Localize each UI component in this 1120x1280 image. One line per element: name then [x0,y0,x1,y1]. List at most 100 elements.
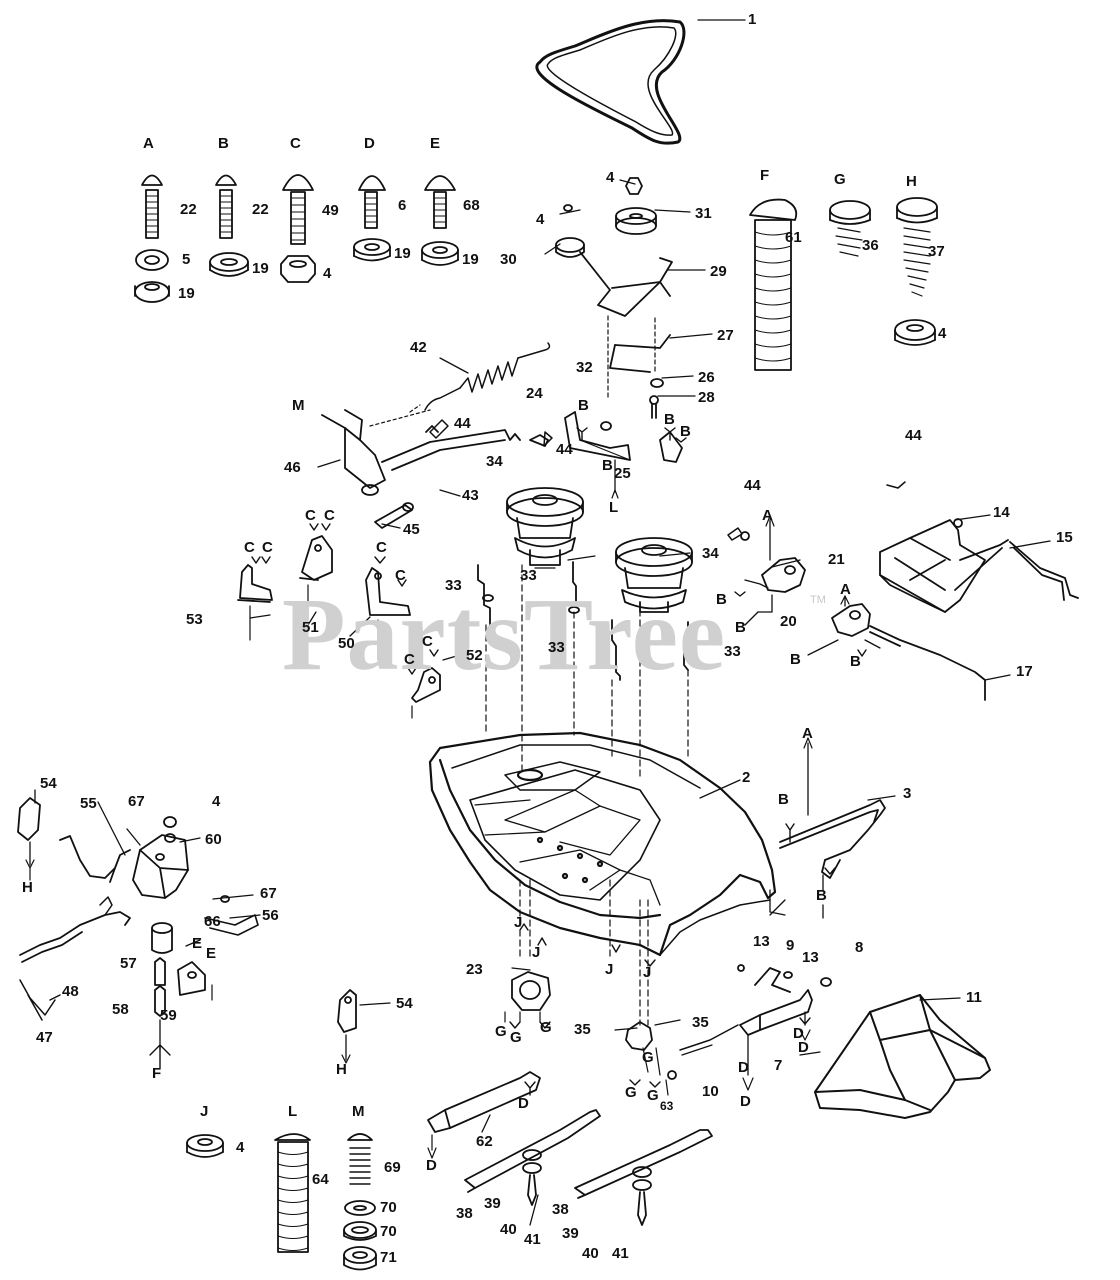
callout-40-b: 40 [582,1245,599,1262]
ref-c-6: C [395,567,406,584]
callout-53: 53 [186,611,203,628]
callout-30: 30 [500,251,517,268]
callout-67-a: 67 [128,793,145,810]
callout-4-a: 4 [323,265,332,282]
callout-70-b: 70 [380,1223,397,1240]
callout-44-d: 44 [744,477,761,494]
callout-32: 32 [576,359,593,376]
callout-17: 17 [1016,663,1033,680]
callout-37: 37 [928,243,945,260]
ref-c-1: C [305,507,316,524]
callout-38-b: 38 [552,1201,569,1218]
callout-4-e: 4 [212,793,221,810]
callout-2: 2 [742,769,751,786]
callout-19-b: 19 [252,260,269,277]
discharge-chute [814,994,991,1119]
callout-23: 23 [466,961,483,978]
callout-letter-d: D [364,135,375,152]
callout-7: 7 [774,1057,783,1074]
callout-9: 9 [786,937,795,954]
callout-56: 56 [262,907,279,924]
callout-33-a: 33 [445,577,462,594]
ref-c-8: C [404,651,415,668]
callout-49: 49 [322,202,339,219]
callout-41-b: 41 [612,1245,629,1262]
callout-25: 25 [614,465,631,482]
blade-left [464,1109,601,1206]
callout-39-b: 39 [562,1225,579,1242]
ref-e-1: E [192,935,203,952]
callout-46: 46 [284,459,301,476]
ref-d-3: D [740,1093,751,1110]
callout-13-b: 13 [802,949,819,966]
callout-38-a: 38 [456,1205,473,1222]
ref-g-3: G [540,1019,552,1036]
callout-m-link: M [292,397,305,414]
callout-letter-f: F [760,167,770,184]
callout-33-b: 33 [520,567,537,584]
ref-c-2: C [324,507,335,524]
idler-bracket-assembly [555,177,673,419]
leader-lines [34,19,1051,1226]
callout-letter-l: L [288,1103,298,1120]
bearing-35 [625,1021,677,1096]
ref-b-1: B [578,397,589,414]
ref-b-3: B [680,423,691,440]
callout-21: 21 [828,551,845,568]
bracket-7-9-10 [679,964,832,1091]
ref-d-2: D [426,1157,437,1174]
bracket-53 [237,564,273,641]
arm-21 [740,515,806,626]
callout-40-a: 40 [500,1221,517,1238]
arm-20-17 [807,595,986,701]
ref-j-3: J [605,961,614,978]
ref-g-4: G [625,1084,637,1101]
callout-35-a: 35 [574,1021,591,1038]
ref-b-8: B [778,791,789,808]
bracket-51 [299,535,333,621]
bracket-24-25 [564,411,683,499]
callout-71: 71 [380,1249,397,1266]
callout-55: 55 [80,795,97,812]
callout-34-a: 34 [486,453,503,470]
fastener-set-j-l-m [186,1133,377,1271]
belt [535,19,686,145]
ref-d-1: D [518,1095,529,1112]
callout-42: 42 [410,339,427,356]
callout-26: 26 [698,369,715,386]
callout-29: 29 [710,263,727,280]
callout-3: 3 [903,785,912,802]
ref-l-1: L [609,499,619,516]
callout-4-b: 4 [606,169,615,186]
callout-66: 66 [204,913,221,930]
callout-6: 6 [398,197,407,214]
callout-19-c: 19 [394,245,411,262]
ref-a-2: A [840,581,851,598]
callout-45: 45 [403,521,420,538]
callout-4-f: 4 [236,1139,245,1156]
callout-63: 63 [660,1099,674,1113]
ref-j-1: J [514,914,523,931]
callout-48: 48 [62,983,79,1000]
callout-69: 69 [384,1159,401,1176]
callout-62: 62 [476,1133,493,1150]
callout-22-a: 22 [180,201,197,218]
callout-letter-m: M [352,1103,365,1120]
ref-a-3: A [802,725,813,742]
callout-4-d: 4 [938,325,947,342]
ref-b-9: B [816,887,827,904]
callout-39-a: 39 [484,1195,501,1212]
callout-8: 8 [855,939,864,956]
callout-11: 11 [966,989,982,1006]
callout-44-a: 44 [454,415,471,432]
callout-33-d: 33 [724,643,741,660]
callout-33-c: 33 [548,639,565,656]
callout-10: 10 [702,1083,719,1100]
ref-h-2: H [336,1061,347,1078]
callout-1: 1 [748,11,757,28]
callout-44-c: 44 [905,427,922,444]
callout-50: 50 [338,635,355,652]
callout-41-a: 41 [524,1231,541,1248]
callout-15: 15 [1056,529,1073,546]
